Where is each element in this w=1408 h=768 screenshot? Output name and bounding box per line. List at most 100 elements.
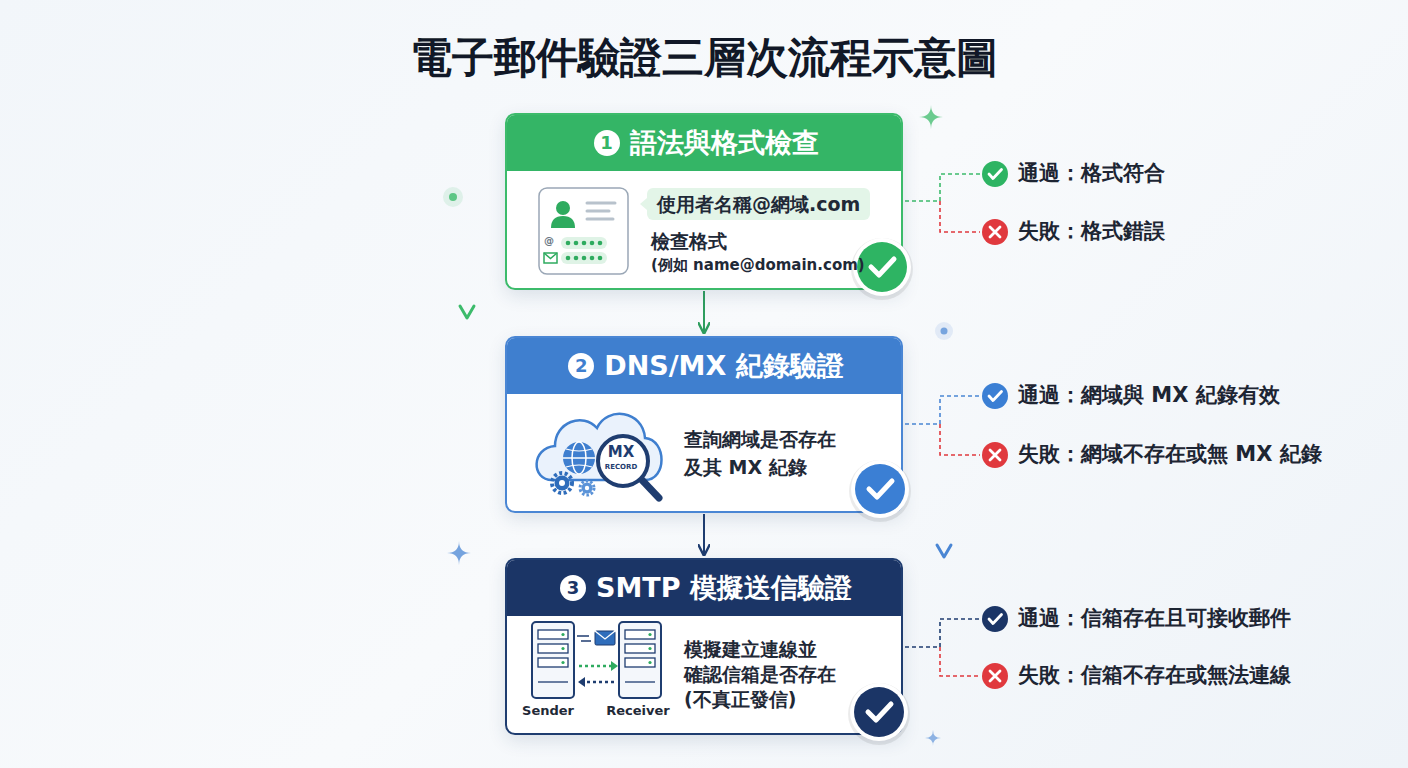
card-heading: 語法與格式檢查: [630, 126, 819, 160]
decoration: [443, 105, 953, 746]
profile-card-part: [556, 201, 570, 215]
decoration-part: [941, 328, 948, 335]
result-icons-part-part: [989, 615, 1002, 624]
check-badge-part: [850, 683, 908, 741]
cloud-globe-part: [563, 457, 595, 459]
profile-card-part: [544, 253, 557, 263]
cloud-globe-part: [537, 414, 662, 480]
icon-label: MX: [608, 443, 635, 461]
result-icons-part: [982, 219, 1008, 245]
decoration-part: [925, 730, 941, 746]
step-number: 2: [568, 353, 594, 379]
cloud-globe-part: [572, 442, 586, 474]
result-leader-lines-part: [905, 174, 980, 201]
gears-part: [582, 483, 593, 494]
server-label: Receiver: [606, 703, 670, 719]
card-heading: SMTP 模擬送信驗證: [596, 571, 852, 605]
profile-card-part: [561, 252, 607, 264]
receiver-server-part: [648, 661, 651, 664]
result-icons-part-part: [989, 170, 1002, 179]
profile-card-part-part: [566, 241, 571, 246]
check-badge-part: [854, 687, 904, 737]
result-leader-lines-part: [905, 619, 980, 647]
result-icons-part-part: [990, 450, 1000, 460]
profile-card: [539, 188, 628, 274]
receiver-server-part: [648, 633, 651, 636]
icon-label: @: [544, 235, 554, 247]
receiver-server: [619, 622, 661, 698]
check-badge: [849, 460, 911, 522]
decoration-part: [943, 495, 946, 550]
result-leader-lines-part: [940, 647, 980, 676]
result-icons-part: [982, 383, 1008, 409]
result-icons-part: [982, 663, 1008, 689]
receiver-server-part: [625, 644, 655, 653]
mail-transfer-part: [578, 677, 585, 687]
result-leader-lines: [905, 174, 980, 676]
result-text: 通過：格式符合: [1018, 161, 1165, 186]
result-leader-lines-part: [905, 396, 980, 424]
sender-server-part: [561, 633, 564, 636]
receiver-server-part: [625, 630, 655, 639]
decoration-part: [443, 187, 463, 207]
check-badge-part: [869, 481, 892, 497]
sender-server-part: [538, 658, 568, 667]
flow-arrow: [703, 291, 705, 334]
process-card: DNS/MX 紀錄驗證查詢網域是否存在 及其 MX 紀錄: [505, 336, 903, 513]
decoration-part: [449, 193, 457, 201]
icon-label: RECORD: [605, 463, 637, 471]
step-number: 1: [594, 130, 620, 156]
gears-part: [580, 481, 594, 495]
check-badge-part: [849, 460, 911, 522]
decoration-part: [447, 541, 471, 565]
decoration-part: [466, 190, 469, 312]
profile-card-part-part: [574, 241, 579, 246]
mail-transfer-part: [595, 631, 615, 639]
card-heading: DNS/MX 紀錄驗證: [604, 349, 843, 383]
profile-card-part-part: [582, 241, 587, 246]
mail-transfer: [577, 631, 618, 687]
mail-transfer-part: [611, 661, 618, 671]
check-badge: [848, 683, 910, 745]
magnifier: [598, 436, 659, 498]
card-body-text: 檢查格式: [651, 229, 727, 253]
result-icons-part-part: [990, 227, 1000, 237]
gears: [552, 473, 594, 495]
diagram-title: 電子郵件驗證三層次流程示意圖: [0, 30, 1408, 86]
sender-server-part: [538, 630, 568, 639]
result-text: 通過：信箱存在且可接收郵件: [1018, 606, 1291, 631]
profile-card-part: [539, 188, 628, 274]
receiver-server-part: [648, 647, 651, 650]
decoration-part: [937, 545, 951, 557]
result-icons-part: [982, 606, 1008, 632]
cloud-globe-part: [563, 442, 595, 474]
profile-card-part: [566, 241, 603, 246]
profile-card-part: [544, 253, 557, 259]
result-leader-lines-part: [940, 201, 980, 232]
sender-server: [532, 622, 574, 698]
receiver-server-part: [625, 658, 655, 667]
profile-card-part-part: [598, 241, 603, 246]
cloud-globe: [537, 414, 662, 480]
mail-transfer-part: [577, 635, 589, 637]
check-badge-part: [855, 464, 905, 514]
card-body-text: 查詢網域是否存在 及其 MX 紀錄: [684, 425, 859, 481]
decoration-part: [919, 105, 943, 129]
sender-server-part: [538, 644, 568, 653]
result-text: 失敗：網域不存在或無 MX 紀錄: [1018, 442, 1322, 467]
card-body-text: 模擬建立連線並 確認信箱是否存在 (不真正發信): [684, 637, 859, 712]
gears-part: [559, 480, 565, 486]
sender-server-part: [532, 622, 574, 698]
result-icons-part-part: [982, 442, 1008, 468]
result-text: 失敗：信箱不存在或無法連線: [1018, 663, 1291, 688]
mail-transfer-part: [595, 631, 615, 645]
mail-transfer-part: [585, 681, 614, 684]
magnifier-part: [641, 479, 659, 498]
result-icons-part-part: [989, 392, 1002, 401]
result-icons-part-part: [982, 663, 1008, 689]
sender-server-part: [561, 661, 564, 664]
result-icons-part: [982, 161, 1008, 187]
profile-card-part: [566, 256, 603, 261]
step-number: 3: [560, 575, 586, 601]
profile-card-part-part: [582, 256, 587, 261]
